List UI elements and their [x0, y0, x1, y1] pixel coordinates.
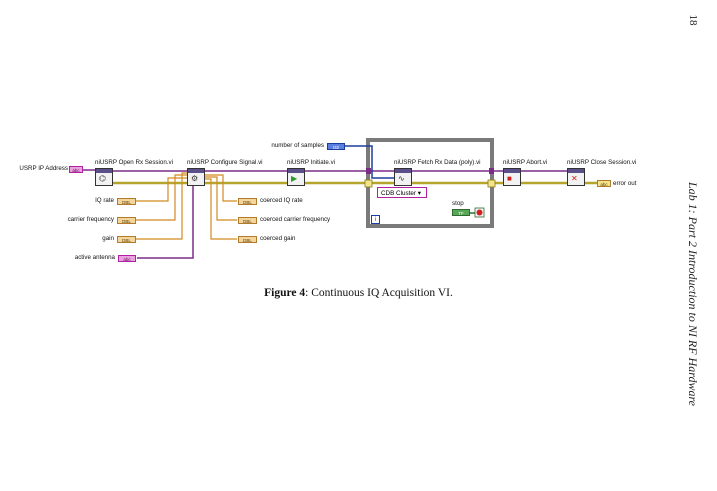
initiate-subvi[interactable]: ▶ — [287, 168, 305, 186]
loop-shift-register-in — [364, 179, 373, 188]
iq-rate-terminal[interactable]: DBL — [117, 198, 136, 205]
gain-label: gain — [102, 235, 114, 242]
fetch-rx-data-label: niUSRP Fetch Rx Data (poly).vi — [394, 159, 481, 166]
abort-subvi[interactable]: ■ — [503, 168, 521, 186]
figure-label: Figure 4 — [264, 287, 306, 299]
play-icon: ▶ — [291, 174, 298, 183]
coerced-iq-rate-label: coerced IQ rate — [260, 197, 303, 204]
configure-signal-subvi[interactable]: ⚙ — [187, 168, 205, 186]
cdb-cluster-selector[interactable]: CDB Cluster ▾ — [377, 187, 427, 198]
coerced-iq-rate-terminal: DBL — [238, 198, 257, 205]
loop-shift-register-out — [487, 179, 496, 188]
loop-tunnel-session-in — [366, 168, 371, 174]
loop-tunnel-session-out — [489, 168, 494, 174]
ip-address-label: USRP IP Address — [19, 165, 68, 172]
figure-caption-text: : Continuous IQ Acquisition VI. — [305, 287, 453, 299]
abort-label: niUSRP Abort.vi — [503, 159, 548, 166]
close-session-subvi[interactable]: ✕ — [567, 168, 585, 186]
close-session-label: niUSRP Close Session.vi — [567, 159, 637, 166]
open-session-label: niUSRP Open Rx Session.vi — [95, 159, 173, 166]
carrier-frequency-terminal[interactable]: DBL — [117, 217, 136, 224]
cdb-cluster-text: CDB Cluster — [381, 190, 416, 197]
ip-address-terminal[interactable]: abc — [69, 166, 83, 173]
iq-rate-label: IQ rate — [95, 197, 114, 204]
stop-square-icon: ■ — [507, 174, 512, 183]
active-antenna-label: active antenna — [74, 254, 115, 261]
waveform-icon: ∿ — [398, 174, 405, 183]
figure-caption: Figure 4: Continuous IQ Acquisition VI. — [0, 287, 717, 299]
coerced-carrier-frequency-terminal: DBL — [238, 217, 257, 224]
chevron-down-icon: ▾ — [417, 190, 421, 197]
open-session-subvi[interactable]: ⌬ — [95, 168, 113, 186]
initiate-label: niUSRP Initiate.vi — [287, 159, 336, 166]
coerced-carrier-frequency-label: coerced carrier frequency — [260, 216, 331, 223]
coerced-gain-label: coerced gain — [260, 235, 296, 242]
active-antenna-terminal[interactable]: abc — [118, 255, 136, 262]
stop-terminal[interactable]: TF — [452, 209, 470, 216]
error-out-terminal: abc — [597, 180, 611, 187]
close-icon: ✕ — [571, 174, 578, 183]
error-out-label: error out — [613, 180, 637, 187]
carrier-frequency-label: carrier frequency — [67, 216, 114, 223]
antenna-icon: ⌬ — [99, 174, 106, 183]
number-of-samples-terminal[interactable]: I32 — [327, 143, 345, 150]
gear-icon: ⚙ — [191, 174, 199, 183]
configure-signal-label: niUSRP Configure Signal.vi — [187, 159, 263, 166]
number-of-samples-label: number of samples — [271, 142, 324, 149]
fetch-rx-data-subvi[interactable]: ∿ — [394, 168, 412, 186]
loop-iteration-terminal: i — [371, 215, 380, 224]
coerced-gain-terminal: DBL — [238, 236, 257, 243]
stop-label: stop — [452, 200, 464, 207]
gain-terminal[interactable]: DBL — [117, 236, 136, 243]
